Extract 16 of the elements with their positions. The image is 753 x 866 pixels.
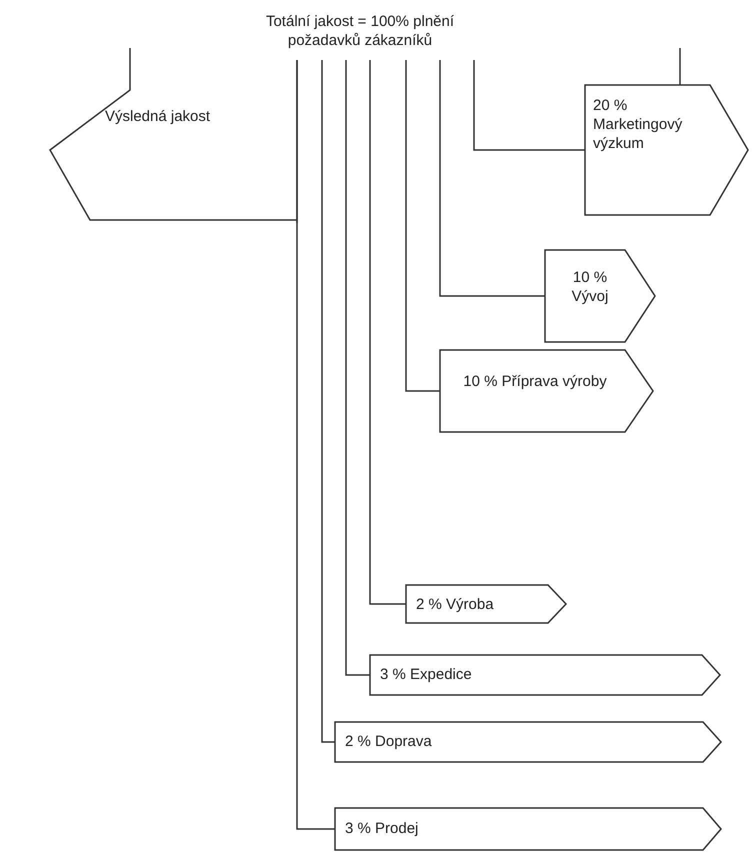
- heading-text: Totální jakost = 100% plnění požadavků zákazníků: [264, 12, 456, 50]
- connector-line: [345, 60, 370, 676]
- stage-label: 2 % Výroba: [416, 595, 495, 614]
- stage-label: 20 % Marketingový výzkum: [593, 96, 684, 153]
- stage-label: 10 % Příprava výroby: [462, 372, 608, 391]
- stage-label: 10 % Vývoj: [570, 268, 610, 306]
- stage-label: 2 % Doprava: [345, 732, 433, 751]
- connector-line: [296, 60, 335, 830]
- connector-line: [321, 60, 335, 743]
- connector-line: [405, 60, 440, 392]
- connector-line: [369, 60, 406, 605]
- stage-label: 3 % Prodej: [345, 819, 420, 838]
- connector-line: [473, 60, 585, 151]
- stage-label: 3 % Expedice: [380, 665, 473, 684]
- connector-line: [439, 60, 545, 297]
- stage-label: Výsledná jakost: [105, 107, 212, 126]
